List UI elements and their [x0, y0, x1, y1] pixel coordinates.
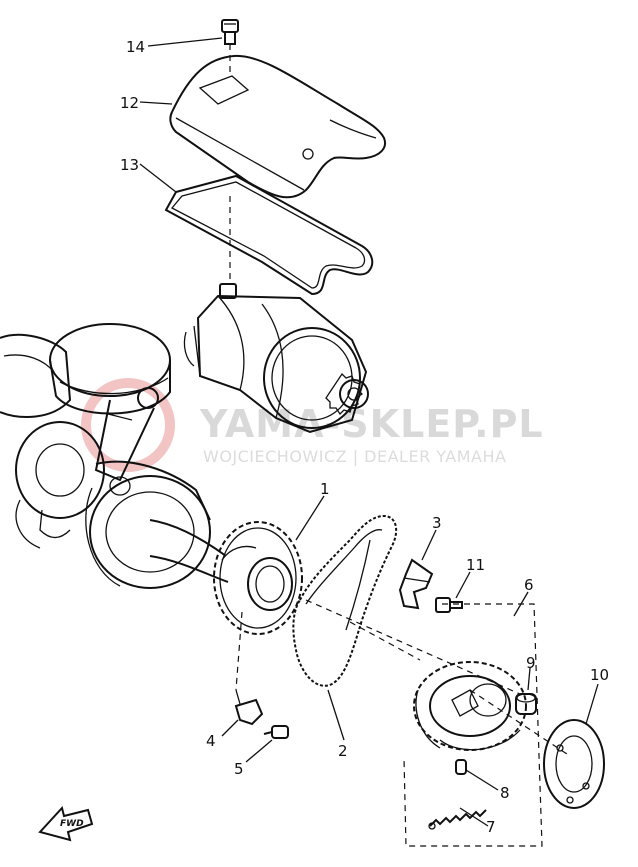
part-number-14: 14	[126, 38, 145, 56]
leader-lines	[139, 37, 599, 827]
chain-guide-icon	[398, 558, 434, 610]
part-number-9: 9	[526, 654, 536, 672]
part-number-11: 11	[466, 556, 485, 574]
clamp-icon	[234, 689, 264, 726]
spring-cap-icon	[455, 759, 467, 775]
part-number-12: 12	[120, 94, 139, 112]
part-number-1: 1	[320, 480, 330, 498]
watermark-logo-icon	[81, 378, 175, 472]
bolt-icon	[221, 19, 239, 72]
assembly-guide-lines	[235, 599, 571, 847]
part-number-8: 8	[500, 784, 510, 802]
part-number-labels: 14 12 13 1 2 3 4 5 6 7 8 9 10 11	[120, 38, 609, 836]
gasket-icon	[164, 174, 374, 296]
starter-chain-icon	[292, 514, 398, 687]
part-number-4: 4	[206, 732, 216, 750]
part-number-2: 2	[338, 742, 348, 760]
watermark: YAMA-SKLEP.PL WOJCIECHOWICZ | DEALER YAM…	[81, 378, 544, 472]
direction-arrow: FWD	[38, 805, 94, 842]
clutch-plate-icon	[543, 719, 605, 809]
starter-motor-icon	[183, 283, 369, 434]
watermark-dealer: WOJCIECHOWICZ | DEALER YAMAHA	[203, 447, 506, 466]
starter-clutch-icon	[413, 661, 527, 751]
clutch-bolt-icon	[435, 597, 463, 613]
part-number-7: 7	[486, 818, 496, 836]
clutch-roller-icon	[515, 693, 537, 715]
part-number-10: 10	[590, 666, 609, 684]
spring-icon	[428, 809, 487, 830]
part-number-3: 3	[432, 514, 442, 532]
part-number-6: 6	[524, 576, 534, 594]
watermark-brand: YAMA-SKLEP.PL	[199, 402, 544, 446]
head-cover-icon	[169, 54, 386, 199]
direction-arrow-label: FWD	[60, 819, 84, 829]
crankshaft-piston-icon	[0, 323, 229, 589]
screw-icon	[263, 725, 289, 739]
starter-sprocket-icon	[213, 521, 303, 635]
part-number-13: 13	[120, 156, 139, 174]
part-number-5: 5	[234, 760, 244, 778]
